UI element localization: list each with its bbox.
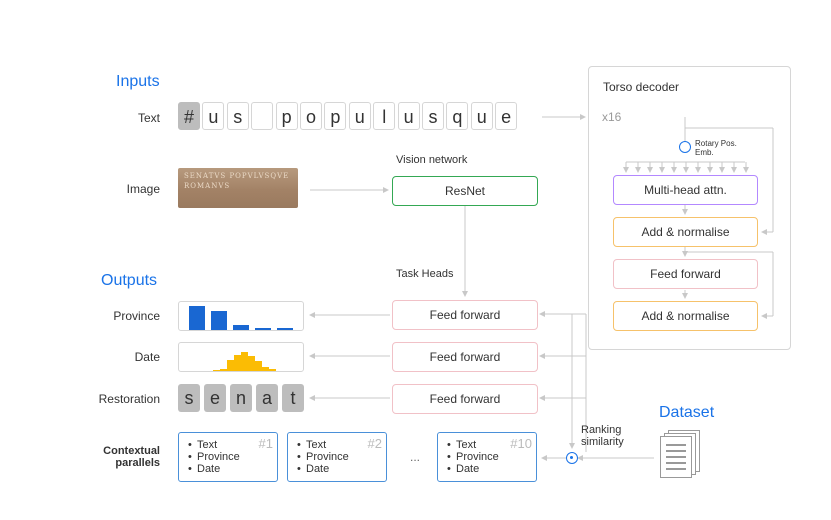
text-char-cell: [251, 102, 274, 130]
restoration-char-cell: n: [230, 384, 252, 412]
multi-head-attn-box: Multi-head attn.: [613, 175, 758, 205]
text-char-cell: u: [470, 102, 493, 130]
card-item: Date: [188, 463, 277, 475]
add-normalise-box-2: Add & normalise: [613, 301, 758, 331]
restoration-char-cell: e: [204, 384, 226, 412]
text-char-cell: s: [422, 102, 444, 130]
text-char-cell: l: [373, 102, 396, 130]
text-char-cell: #: [178, 102, 200, 130]
feed-forward-date: Feed forward: [392, 342, 538, 372]
vision-network-label: Vision network: [396, 154, 468, 166]
card-item: Text: [188, 439, 277, 451]
province-bar: [189, 306, 205, 330]
date-bar: [269, 369, 276, 371]
rotary-label: Rotary Pos. Emb.: [695, 139, 737, 157]
document-stack-icon: [660, 430, 704, 478]
outputs-heading: Outputs: [101, 272, 158, 289]
repeat-count: x16: [602, 110, 622, 124]
add-normalise-box-1: Add & normalise: [613, 217, 758, 247]
province-bar: [277, 328, 293, 330]
text-char-cell: u: [397, 102, 420, 130]
image-row-label: Image: [126, 182, 160, 196]
restoration-char-cell: t: [282, 384, 304, 412]
date-bar: [248, 355, 255, 371]
card-item: Province: [188, 451, 277, 463]
contextual-parallels-label: Contextual parallels: [103, 445, 160, 469]
date-bar: [234, 354, 241, 371]
card-item: Text: [297, 439, 386, 451]
parallel-card-1: #1 Text Province Date: [178, 432, 278, 482]
rotary-icon: [679, 141, 691, 153]
restoration-char-cell: a: [256, 384, 278, 412]
text-char-cell: u: [202, 102, 225, 130]
card-item: Text: [447, 439, 536, 451]
card-item: Province: [297, 451, 386, 463]
text-char-cell: u: [348, 102, 371, 130]
text-char-cell: o: [300, 102, 322, 130]
ranking-node-icon: [566, 452, 578, 464]
torso-decoder-title: Torso decoder: [603, 80, 680, 94]
date-bar: [241, 352, 248, 371]
inscription-text: SENATVS POPVLVSQVE ROMANVS: [184, 172, 290, 190]
dataset-heading: Dataset: [659, 404, 715, 421]
torso-decoder-panel: [588, 66, 791, 350]
date-bar: [227, 360, 234, 371]
ellipsis: ...: [410, 450, 421, 464]
restoration-char-cell: s: [178, 384, 200, 412]
feed-forward-province: Feed forward: [392, 300, 538, 330]
parallel-card-10: #10 Text Province Date: [437, 432, 537, 482]
text-char-cell: p: [275, 102, 298, 130]
text-char-cell: p: [324, 102, 347, 130]
torso-feed-forward-box: Feed forward: [613, 259, 758, 289]
resnet-box: ResNet: [392, 176, 538, 206]
inputs-heading: Inputs: [116, 73, 160, 90]
date-bar: [213, 370, 220, 371]
task-heads-label: Task Heads: [396, 268, 454, 280]
text-char-cell: q: [446, 102, 469, 130]
date-output: [178, 342, 304, 372]
restoration-row-label: Restoration: [98, 392, 160, 406]
ranking-similarity-label: Ranking similarity: [581, 424, 624, 448]
text-row-label: Text: [137, 111, 160, 125]
date-bar: [262, 366, 269, 371]
card-item: Date: [447, 463, 536, 475]
parallel-card-2: #2 Text Province Date: [287, 432, 387, 482]
province-bar: [233, 324, 249, 330]
card-item: Province: [447, 451, 536, 463]
date-row-label: Date: [134, 350, 160, 364]
feed-forward-restoration: Feed forward: [392, 384, 538, 414]
date-bar: [220, 368, 227, 371]
text-char-cell: e: [495, 102, 518, 130]
province-output: [178, 301, 304, 331]
date-bar: [255, 361, 262, 371]
province-row-label: Province: [113, 309, 160, 323]
province-bar: [211, 311, 227, 330]
province-bar: [255, 328, 271, 330]
text-char-cell: s: [226, 102, 249, 130]
inscription-image: SENATVS POPVLVSQVE ROMANVS: [178, 168, 298, 208]
card-item: Date: [297, 463, 386, 475]
